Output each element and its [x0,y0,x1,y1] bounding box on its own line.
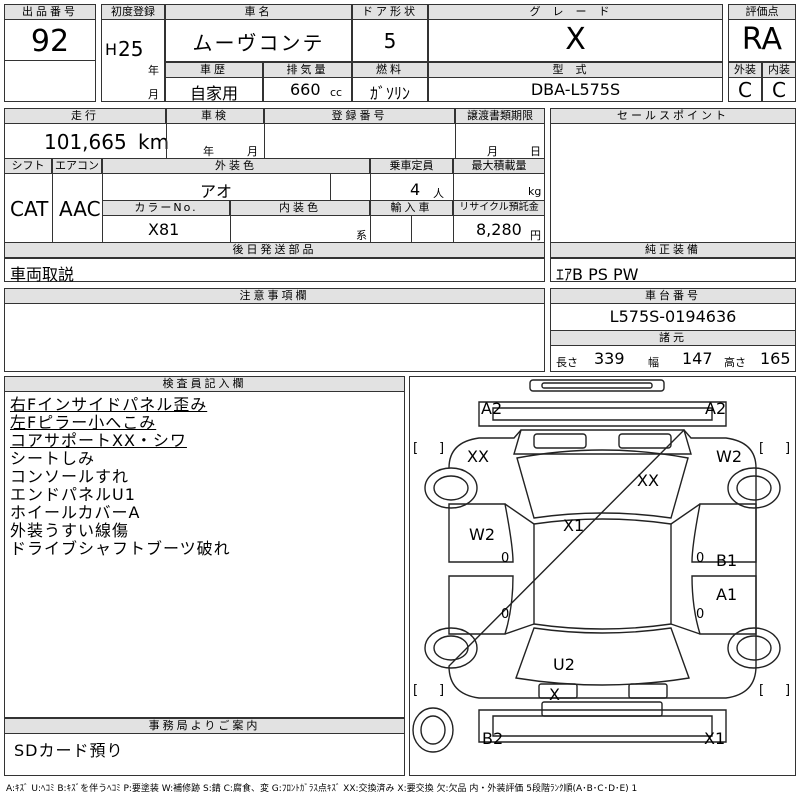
car-name: ムーヴコンテ [192,31,325,55]
reg-year: 25 [118,37,144,61]
exterior-color: アオ [199,182,232,201]
list-item: ドライブシャフトブーツ破れ [10,539,231,558]
interior-grade: C [772,78,786,102]
grade: X [565,22,586,57]
recycle-fee: 8,280 [476,220,522,239]
history: 自家用 [189,84,238,103]
doors: 5 [383,29,397,53]
damage-mark: U2 [553,655,575,674]
diagram-bracket: [ [413,683,418,698]
first-registration-label: 初度登録 [101,4,165,20]
fuel: ｶﾞｿﾘﾝ [369,84,410,103]
model-code: DBA-L575S [530,80,621,99]
diagram-bracket: ] [439,683,444,698]
diagram-zero: 0 [696,551,704,566]
diagram-bracket: ] [439,441,444,456]
diagram-zero: 0 [501,607,509,622]
inspector-notes-list: 右Fインサイドパネル歪み 左Fピラー小へこみ コアサポートXX・シワ シートしみ… [10,396,231,558]
displacement: 660 [290,80,321,99]
mileage: 101,665 [44,130,127,154]
car-damage-diagram: 0 0 0 0 [ ] [ ] [ ] [ ] A2 A2 XX W2 XX X… [412,379,790,753]
damage-mark: B1 [716,551,737,570]
era: H [105,40,118,59]
damage-mark: A2 [481,399,502,418]
list-item: 左Fピラー小へこみ [10,413,157,432]
office-note: SDカード預り [14,741,124,760]
damage-mark: B2 [482,729,503,748]
list-item: 外装うすい線傷 [10,521,130,540]
shift: CAT [10,197,49,221]
equipment: ｴｱB PS PW [556,265,639,284]
later-parts: 車両取説 [10,265,75,284]
width: 147 [682,349,713,368]
length: 339 [594,349,625,368]
list-item: コアサポートXX・シワ [10,431,187,450]
damage-mark: XX [467,447,489,466]
damage-mark: W2 [716,447,742,466]
list-item: エンドパネルU1 [10,485,136,504]
damage-mark: A1 [716,585,737,604]
diagram-bracket: [ [759,683,764,698]
list-item: シートしみ [10,449,96,468]
diagram-zero: 0 [501,551,509,566]
capacity: 4 [410,180,421,199]
damage-mark: X1 [563,516,584,535]
diagram-bracket: ] [785,441,790,456]
damage-diagram-box [409,376,796,776]
legend: A:ｷｽﾞ U:ﾍｺﾐ B:ｷｽﾞを伴うﾍｺﾐ P:要塗装 W:補修跡 S:錆 … [6,784,638,794]
damage-mark: X1 [704,729,725,748]
diagram-zero: 0 [696,607,704,622]
list-item: 右Fインサイドパネル歪み [10,395,208,414]
chassis-number: L575S-0194636 [609,307,737,326]
lot-number: 92 [30,24,70,59]
exterior-grade: C [738,78,752,102]
sales-point-box [550,108,796,258]
air-conditioner: AAC [59,197,101,221]
color-number: X81 [148,220,180,239]
damage-mark: X [549,685,560,704]
damage-mark: W2 [469,525,495,544]
diagram-bracket: [ [759,441,764,456]
damage-mark: A2 [705,399,726,418]
diagram-bracket: ] [785,683,790,698]
height: 165 [760,349,791,368]
list-item: コンソールすれ [10,467,130,486]
score: RA [741,22,783,57]
list-item: ホイールカバーA [10,503,141,522]
diagram-bracket: [ [413,441,418,456]
damage-mark: XX [637,471,659,490]
lot-number-label: 出品番号 [4,4,96,20]
